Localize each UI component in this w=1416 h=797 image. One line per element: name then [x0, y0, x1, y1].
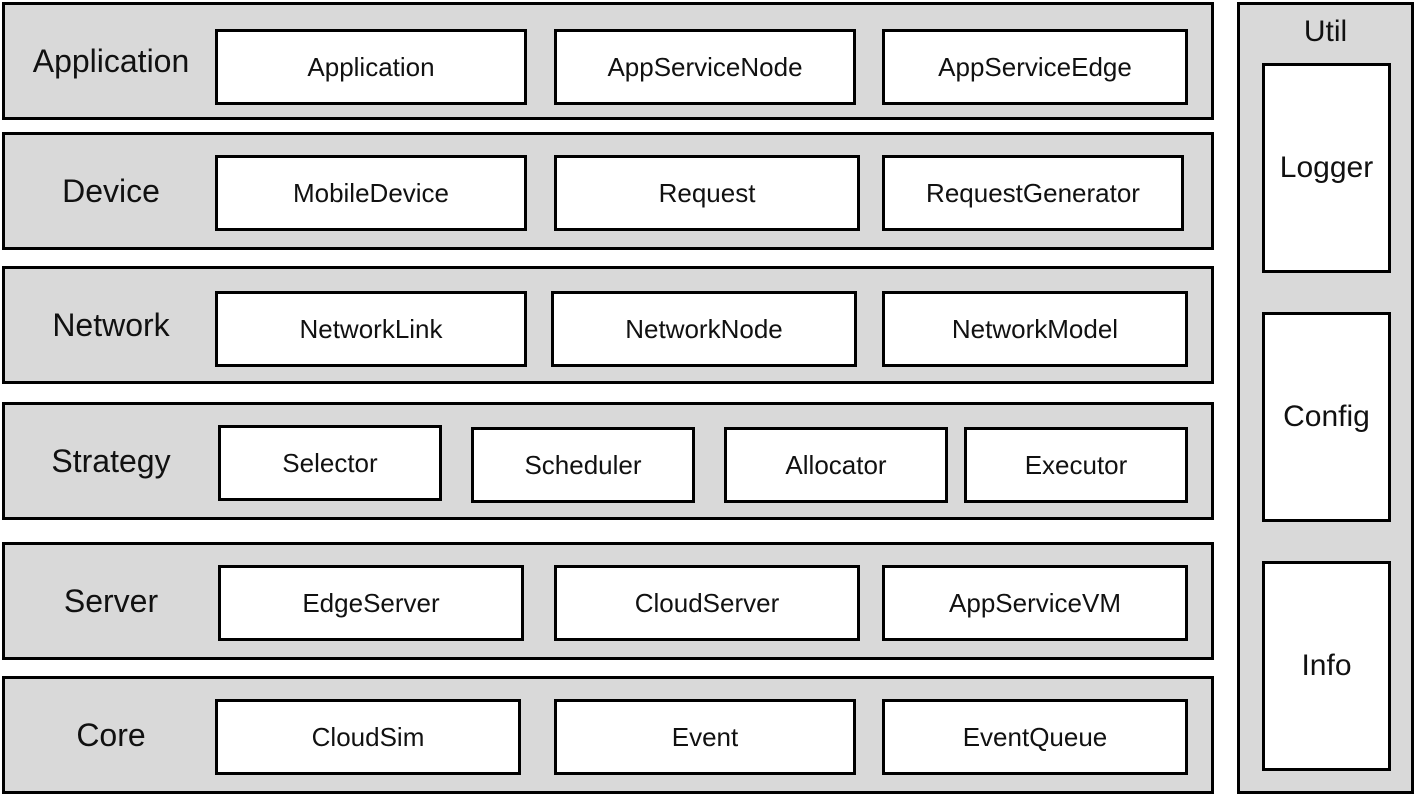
module-box: Executor [964, 427, 1188, 503]
layer-label: Network [52, 306, 170, 343]
module-box: Selector [218, 425, 442, 501]
util-title: Util [1303, 15, 1348, 48]
layer-label: Application [32, 42, 190, 79]
module-box: Event [554, 699, 856, 775]
module-box: Scheduler [471, 427, 695, 503]
module-box: Application [215, 29, 527, 105]
layer-label: Server [63, 582, 159, 619]
layer-application: Application Application AppServiceNode A… [2, 2, 1214, 120]
util-module-box: Info [1262, 561, 1391, 771]
util-panel: Util Logger Config Info [1237, 2, 1414, 794]
layer-label: Core [76, 716, 146, 753]
module-box: EventQueue [882, 699, 1188, 775]
module-box: MobileDevice [215, 155, 527, 231]
util-module-box: Logger [1262, 63, 1391, 273]
module-box: NetworkNode [551, 291, 857, 367]
module-box: EdgeServer [218, 565, 524, 641]
module-box: CloudServer [554, 565, 860, 641]
layer-label: Strategy [51, 442, 171, 479]
layer-strategy: Strategy Selector Scheduler Allocator Ex… [2, 402, 1214, 520]
module-box: CloudSim [215, 699, 521, 775]
module-box: AppServiceEdge [882, 29, 1188, 105]
util-module-box: Config [1262, 312, 1391, 522]
module-box: AppServiceNode [554, 29, 856, 105]
module-box: NetworkLink [215, 291, 527, 367]
module-box: Allocator [724, 427, 948, 503]
module-box: NetworkModel [882, 291, 1188, 367]
layer-server: Server EdgeServer CloudServer AppService… [2, 542, 1214, 660]
module-box: RequestGenerator [882, 155, 1184, 231]
module-box: Request [554, 155, 860, 231]
layer-label: Device [62, 172, 160, 209]
layer-network: Network NetworkLink NetworkNode NetworkM… [2, 266, 1214, 384]
module-box: AppServiceVM [882, 565, 1188, 641]
layer-core: Core CloudSim Event EventQueue [2, 676, 1214, 794]
layer-device: Device MobileDevice Request RequestGener… [2, 132, 1214, 250]
